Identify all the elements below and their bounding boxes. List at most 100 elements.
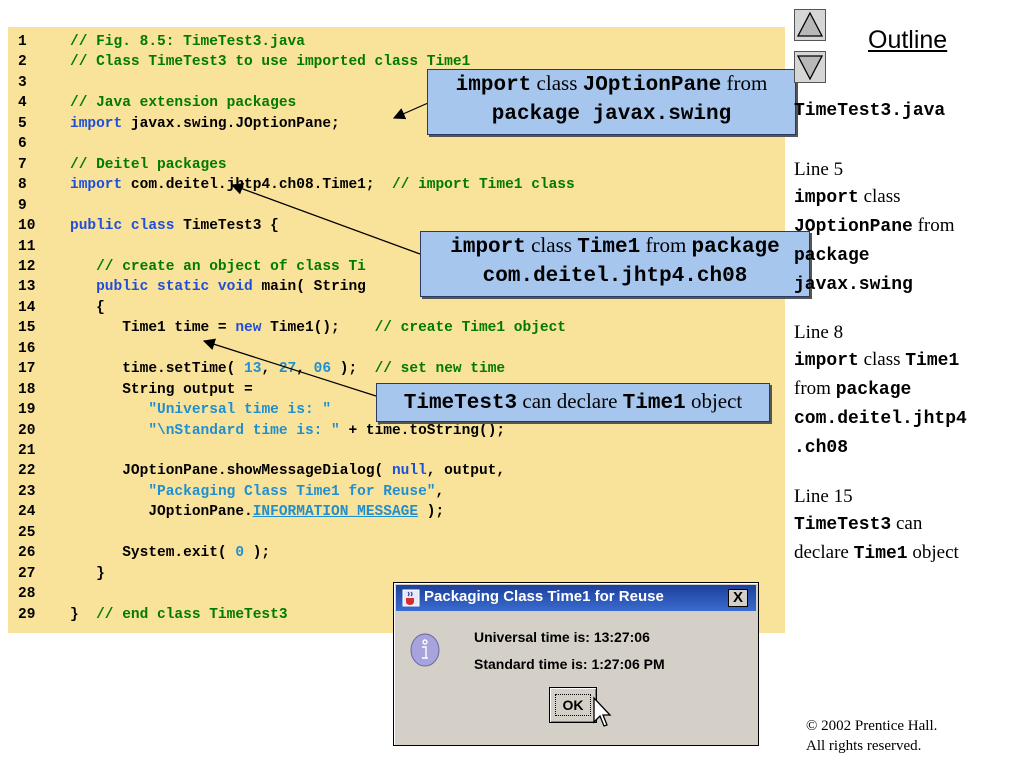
side-note-keyword: package bbox=[835, 380, 912, 400]
line-number: 21 bbox=[18, 443, 36, 459]
side-note-keyword: .ch08 bbox=[794, 438, 849, 458]
side-note-text: from bbox=[912, 215, 955, 236]
line-number: 8 bbox=[18, 177, 27, 194]
message-dialog: Packaging Class Time1 for Reuse X Univer… bbox=[393, 582, 759, 746]
side-note-line-8: Line 8 import class Time1 from package c… bbox=[794, 319, 1020, 462]
code-token: public static void bbox=[96, 279, 253, 296]
mouse-pointer-icon bbox=[593, 696, 612, 727]
info-icon bbox=[410, 633, 440, 667]
callout-keyword: import bbox=[450, 236, 526, 259]
code-token: time.setTime( bbox=[70, 361, 245, 378]
dialog-message-line: Standard time is: 1:27:06 PM bbox=[474, 656, 665, 672]
callout-keyword: package bbox=[691, 236, 780, 259]
code-text: Time1 time = new Time1(); // create Time… bbox=[70, 318, 566, 338]
ok-button[interactable]: OK bbox=[549, 687, 597, 723]
side-note-line-label: Line 8 bbox=[794, 322, 844, 343]
code-text: time.setTime( 13, 27, 06 ); // set new t… bbox=[70, 359, 505, 379]
code-token: // Deitel packages bbox=[70, 156, 227, 173]
dialog-title-bar[interactable]: Packaging Class Time1 for Reuse X bbox=[396, 585, 756, 611]
copyright-line: All rights reserved. bbox=[806, 738, 922, 754]
line-number: 18 bbox=[18, 381, 36, 398]
code-token: } bbox=[70, 606, 97, 623]
line-number: 15 bbox=[18, 320, 36, 337]
code-token: } bbox=[70, 565, 105, 582]
side-note-keyword: Time1 bbox=[905, 351, 960, 371]
side-note-keyword: import bbox=[794, 188, 859, 208]
callout-text: class bbox=[525, 233, 578, 257]
code-token: 0 bbox=[235, 545, 245, 562]
code-token: System.exit( bbox=[70, 545, 236, 562]
callout-import-joptionpane: import class JOptionPane from package ja… bbox=[427, 69, 796, 135]
callout-text: can declare bbox=[517, 389, 623, 413]
code-token: JOptionPane.showMessageDialog( bbox=[70, 463, 392, 480]
code-token: TimeTest3 { bbox=[174, 218, 279, 235]
code-text: import com.deitel.jhtp4.ch08.Time1; // i… bbox=[70, 175, 575, 195]
previous-slide-button[interactable] bbox=[794, 9, 826, 41]
next-slide-button[interactable] bbox=[794, 51, 826, 83]
dialog-close-button[interactable]: X bbox=[728, 589, 748, 607]
line-number: 24 bbox=[18, 504, 36, 521]
line-number: 1 bbox=[18, 34, 27, 50]
line-number: 11 bbox=[18, 238, 36, 255]
callout-keyword: Time1 bbox=[622, 392, 686, 415]
code-text: { bbox=[70, 298, 105, 318]
side-note-keyword: Time1 bbox=[853, 544, 908, 564]
callout-text: object bbox=[685, 389, 743, 413]
side-note-text: object bbox=[907, 542, 959, 563]
callout-keyword: TimeTest3 bbox=[403, 392, 518, 415]
code-token bbox=[70, 423, 148, 439]
callout-keyword: Time1 bbox=[577, 236, 641, 259]
code-token: import bbox=[70, 115, 123, 132]
code-text: // Fig. 8.5: TimeTest3.java bbox=[70, 32, 305, 52]
code-token: // create Time1 object bbox=[374, 320, 566, 337]
line-number: 29 bbox=[18, 606, 36, 623]
side-note-text: class bbox=[858, 186, 901, 207]
callout-import-time1: import class Time1 from package com.deit… bbox=[420, 231, 810, 297]
side-note-keyword: import bbox=[794, 351, 859, 371]
code-token: // Class TimeTest3 to use imported class… bbox=[70, 54, 471, 71]
side-note-line-label: Line 15 bbox=[794, 486, 853, 507]
line-number: 4 bbox=[18, 95, 27, 112]
triangle-up-icon bbox=[796, 11, 824, 37]
outline-link[interactable]: Outline bbox=[868, 26, 948, 54]
callout-text: class bbox=[531, 71, 583, 95]
code-token: { bbox=[70, 299, 105, 316]
callout-keyword: package javax.swing bbox=[491, 103, 732, 126]
side-note-keyword: JOptionPane bbox=[794, 217, 913, 237]
code-token: null bbox=[391, 463, 427, 480]
java-cup-icon bbox=[402, 589, 420, 607]
line-number: 10 bbox=[18, 218, 36, 235]
line-number: 6 bbox=[18, 136, 27, 153]
code-text: System.exit( 0 ); bbox=[70, 543, 270, 563]
code-token: , bbox=[435, 483, 445, 500]
line-number: 25 bbox=[18, 524, 36, 541]
code-text: import javax.swing.JOptionPane; bbox=[70, 114, 340, 134]
code-token: main( String bbox=[252, 279, 366, 296]
line-number: 28 bbox=[18, 586, 36, 603]
code-token: , bbox=[261, 361, 279, 378]
code-text: "Packaging Class Time1 for Reuse", bbox=[70, 482, 444, 502]
code-token: // set new time bbox=[374, 361, 506, 378]
callout-text: from bbox=[640, 233, 692, 257]
side-note-keyword: javax.swing bbox=[794, 275, 913, 295]
code-token: // Java extension packages bbox=[70, 95, 297, 112]
code-token: "\nStandard time is: " bbox=[148, 422, 340, 439]
code-token: "Packaging Class Time1 for Reuse" bbox=[148, 483, 436, 500]
line-number: 3 bbox=[18, 74, 27, 91]
line-number: 20 bbox=[18, 422, 36, 439]
code-text: } // end class TimeTest3 bbox=[70, 605, 288, 625]
line-number: 16 bbox=[18, 340, 36, 357]
line-number: 12 bbox=[18, 258, 36, 275]
code-text: "Universal time is: " bbox=[70, 400, 331, 420]
code-token: // Fig. 8.5: TimeTest3.java bbox=[70, 34, 305, 50]
line-number: 23 bbox=[18, 483, 36, 500]
side-note-line-15: Line 15 TimeTest3 can declare Time1 obje… bbox=[794, 483, 1020, 568]
ok-button-label: OK bbox=[555, 694, 591, 716]
code-text: } bbox=[70, 564, 105, 584]
line-number: 5 bbox=[18, 115, 27, 132]
file-name: TimeTest3.java bbox=[794, 101, 946, 121]
code-token: import bbox=[70, 177, 123, 194]
line-number: 13 bbox=[18, 279, 36, 296]
code-token: javax.swing.JOptionPane; bbox=[122, 115, 340, 132]
callout-declare-time1: TimeTest3 can declare Time1 object bbox=[376, 383, 770, 422]
